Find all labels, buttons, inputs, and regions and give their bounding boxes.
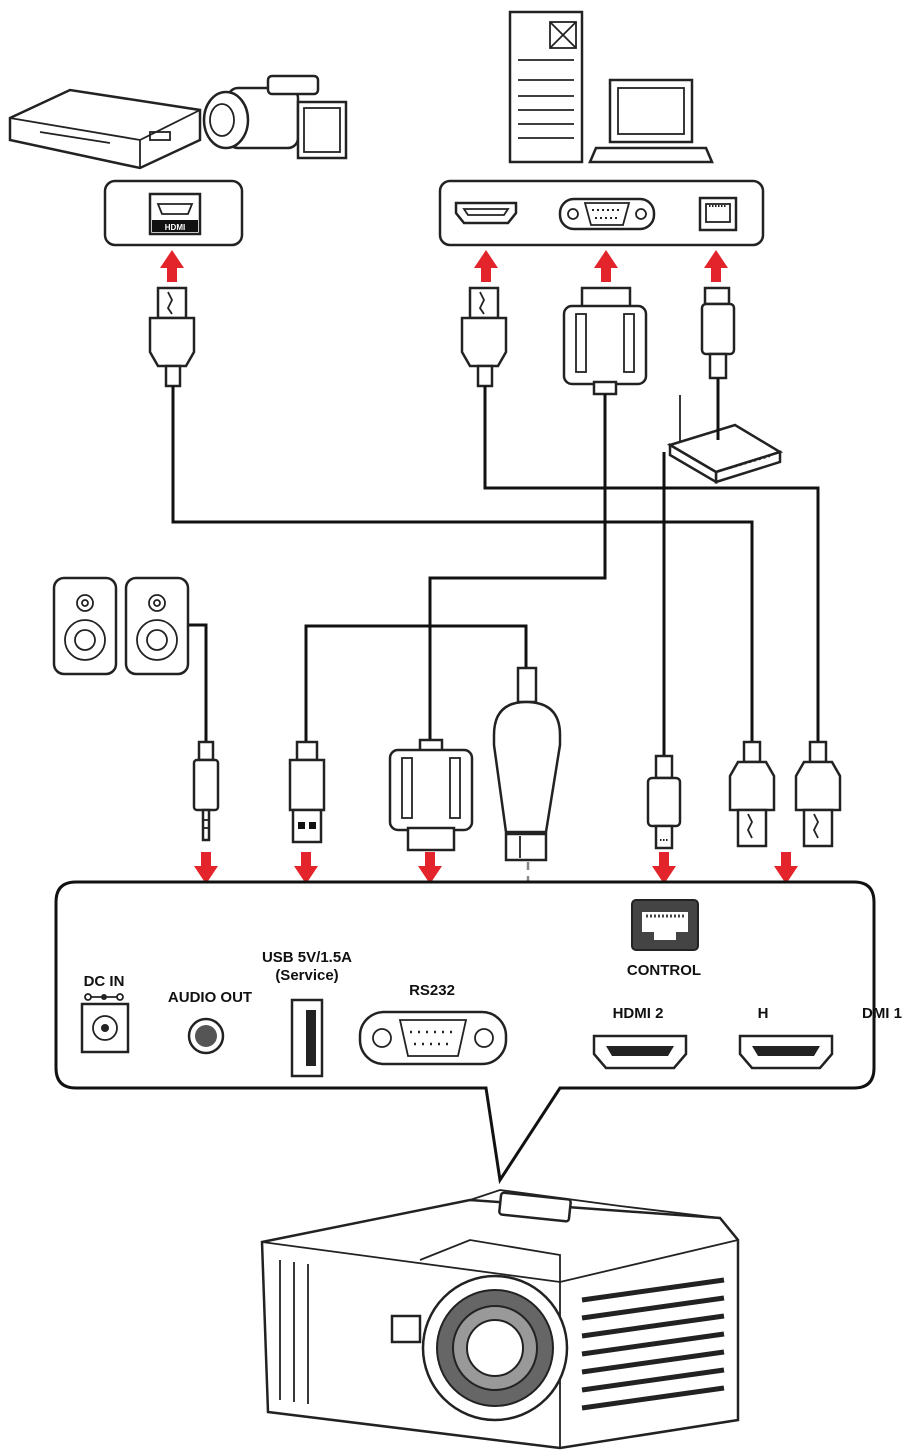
control-port (631, 899, 699, 951)
projector-lens (421, 1274, 569, 1422)
vga-plug-icon (562, 286, 648, 396)
rs232-label: RS232 (409, 982, 455, 999)
desktop-tower-icon (508, 10, 584, 164)
rj45-plug-icon (646, 754, 682, 850)
audio-out-label: AUDIO OUT (168, 989, 252, 1006)
wireless-dongle-icon (492, 666, 562, 862)
usb-label: USB 5V/1.5A (262, 949, 352, 966)
source-hdmi-panel: HDMI (103, 179, 244, 247)
hdmi-plug-icon (794, 740, 842, 848)
usb-plug-icon (288, 740, 326, 844)
usb-service-label: (Service) (275, 967, 338, 984)
audio-out-port (187, 1017, 225, 1055)
polarity-icon (84, 993, 124, 1001)
arrow-down-icon (774, 852, 798, 884)
arrow-up-icon (704, 250, 728, 282)
rj45-plug-icon (700, 286, 736, 380)
audio-jack-plug-icon (192, 740, 220, 842)
hdmi1-port (738, 1034, 834, 1070)
speaker-icon (124, 576, 190, 676)
laptop-icon (588, 78, 714, 164)
hdmi2-label: HDMI 2 (613, 1005, 664, 1022)
control-label: CONTROL (627, 962, 701, 979)
usb-port (290, 998, 324, 1078)
hdmi1-label-part1: H (758, 1005, 769, 1022)
arrow-down-icon (418, 852, 442, 884)
arrow-down-icon (652, 852, 676, 884)
speaker-icon (52, 576, 118, 676)
vent-grille (581, 1277, 725, 1411)
dc-in-port (80, 1002, 130, 1054)
arrow-up-icon (474, 250, 498, 282)
hdmi-plug-icon (148, 286, 196, 388)
arrow-up-icon (594, 250, 618, 282)
hdmi2-port (592, 1034, 688, 1070)
vga-port-icon (558, 197, 656, 231)
hdmi-panel-label: HDMI (165, 223, 185, 232)
hdmi-plug-icon (728, 740, 776, 848)
projector-icon (260, 1189, 740, 1450)
hdmi-plug-icon (460, 286, 508, 388)
rj45-port-icon (698, 196, 738, 232)
arrow-down-icon (294, 852, 318, 884)
hdmi-port-icon (454, 201, 518, 225)
vga-plug-icon (388, 738, 474, 852)
pc-port-panel (438, 179, 765, 247)
camcorder-icon (202, 74, 348, 160)
arrow-down-icon (194, 852, 218, 884)
hdmi1-label-part2: DMI 1 (862, 1005, 902, 1022)
rs232-port (358, 1010, 508, 1066)
dc-in-label: DC IN (84, 973, 125, 990)
dvd-player-icon (8, 88, 202, 170)
cable-lines (171, 378, 820, 756)
arrow-up-icon (160, 250, 184, 282)
router-icon (666, 395, 784, 485)
